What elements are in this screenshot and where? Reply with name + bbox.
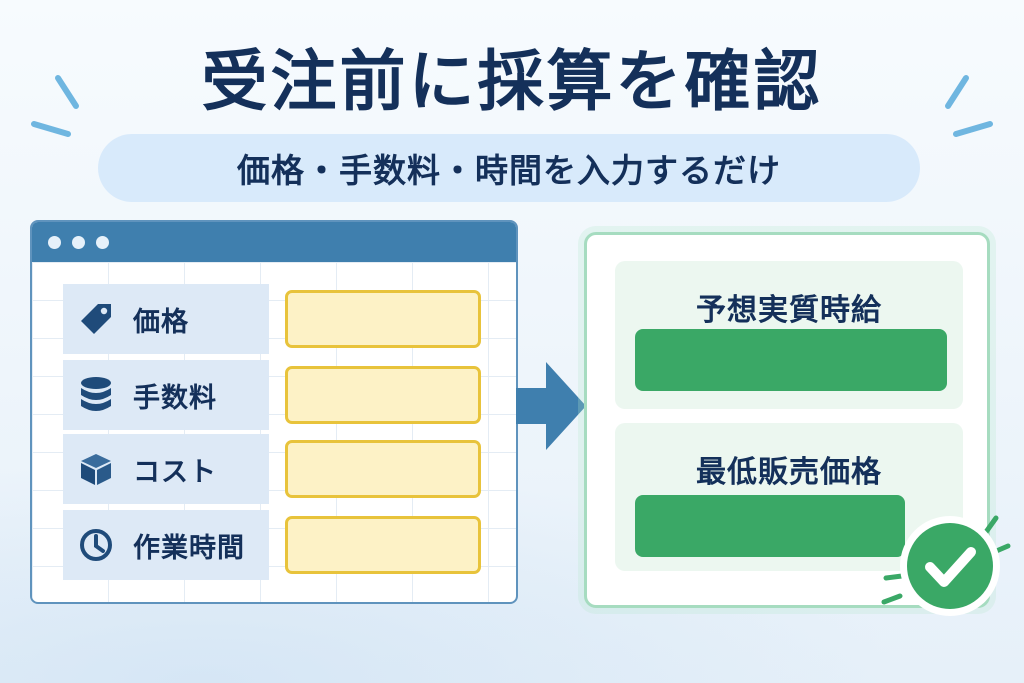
- result-card-hourly-wage: 予想実質時給: [615, 261, 963, 409]
- input-row-price: 価格: [63, 284, 487, 354]
- row-label: コスト: [133, 456, 217, 488]
- window-dot-icon: [96, 235, 109, 249]
- price-input[interactable]: [285, 290, 481, 348]
- result-value-bar: [635, 329, 947, 391]
- window-dot-icon: [72, 235, 85, 249]
- clock-icon: [77, 526, 115, 564]
- left-sparkle-lines-icon: [31, 75, 79, 137]
- box-icon: [77, 450, 115, 488]
- result-value-bar: [635, 495, 905, 557]
- row-label-cell: コスト: [63, 434, 269, 504]
- page-title: 受注前に採算を確認: [201, 43, 823, 120]
- row-label-cell: 作業時間: [63, 510, 269, 580]
- result-label: 最低販売価格: [696, 455, 882, 490]
- arrow-right-icon: [516, 362, 586, 450]
- check-badge-icon: [881, 515, 1011, 616]
- result-label: 予想実質時給: [696, 293, 882, 328]
- input-row-fee: 手数料: [63, 360, 487, 430]
- input-row-work-time: 作業時間: [63, 510, 487, 580]
- fee-input[interactable]: [285, 366, 481, 424]
- window-dot-icon: [48, 235, 61, 249]
- window-titlebar: [32, 222, 516, 262]
- spreadsheet-grid: 価格 手数料: [32, 262, 516, 602]
- input-row-cost: コスト: [63, 434, 487, 504]
- input-window: 価格 手数料: [30, 220, 518, 604]
- right-sparkle-lines-icon: [945, 75, 993, 137]
- row-label: 作業時間: [133, 532, 245, 564]
- work-time-input[interactable]: [285, 516, 481, 574]
- row-label: 手数料: [133, 382, 217, 414]
- price-tag-icon: [77, 300, 115, 338]
- cost-input[interactable]: [285, 440, 481, 498]
- subtitle-text: 価格・手数料・時間を入力するだけ: [237, 151, 781, 190]
- subtitle-banner: 価格・手数料・時間を入力するだけ: [98, 134, 920, 202]
- row-label-cell: 手数料: [63, 360, 269, 430]
- row-label-cell: 価格: [63, 284, 269, 354]
- coin-stack-icon: [77, 376, 115, 414]
- row-label: 価格: [133, 306, 189, 338]
